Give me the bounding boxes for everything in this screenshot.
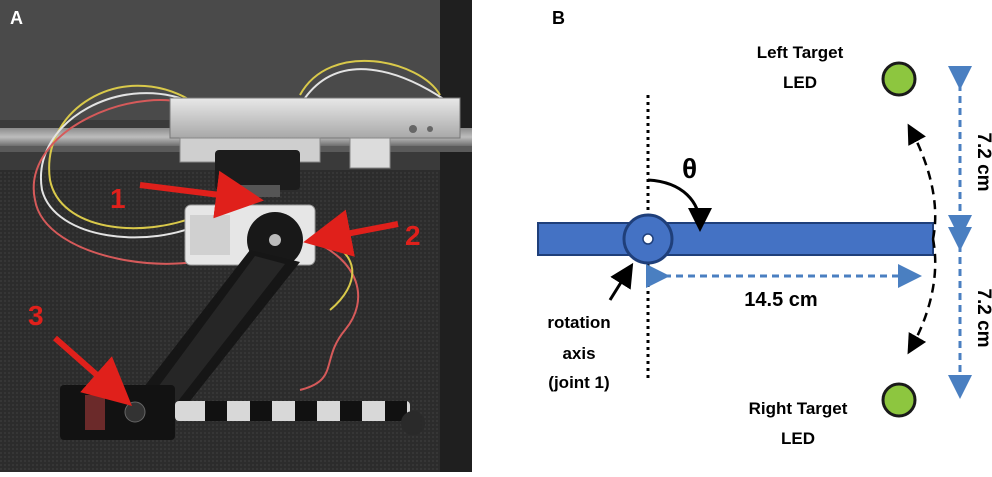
arm-bar [537, 222, 934, 256]
robot-arm-photo: 1 2 3 A [0, 0, 472, 472]
end-effector-rod [175, 401, 425, 435]
left-target-led [881, 61, 917, 97]
right-target-led [881, 382, 917, 418]
axis-pointer-arrow [608, 262, 634, 301]
right-target-label-line-1: Right Target [749, 399, 848, 418]
callout-label-3: 3 [28, 300, 44, 331]
panel-a-label: A [10, 8, 23, 28]
callout-arrow-3 [53, 335, 132, 406]
mount-bracket [169, 97, 461, 139]
callout-label-2: 2 [405, 220, 421, 251]
callout-arrow-2 [303, 209, 399, 257]
upper-offset-label: 7.2 cm [973, 132, 992, 191]
servo-1 [215, 150, 300, 190]
panel-b-schematic: B θ 14.5 cm rotation axis (joint 1) Left… [478, 0, 992, 472]
theta-symbol: θ [682, 153, 697, 184]
arm-length-label: 14.5 cm [744, 289, 817, 311]
right-target-label-line-2: LED [781, 429, 815, 448]
wire-bundle [32, 59, 446, 391]
theta-arrow [647, 178, 712, 232]
axis-label-line-1: rotation [547, 313, 610, 332]
left-target-label-line-2: LED [783, 73, 817, 92]
panel-a-photo: 1 2 3 A [0, 0, 472, 472]
axis-label-line-3: (joint 1) [548, 373, 609, 392]
left-target-label-line-1: Left Target [757, 43, 844, 62]
joint-pin [642, 233, 654, 245]
panel-b-label: B [552, 8, 565, 28]
callout-label-1: 1 [110, 183, 126, 214]
callout-arrow-1 [139, 170, 264, 219]
right-shadow [440, 0, 472, 472]
lower-offset-label: 7.2 cm [973, 288, 992, 347]
axis-label-line-2: axis [562, 344, 595, 363]
schematic-diagram: B θ 14.5 cm rotation axis (joint 1) Left… [537, 8, 992, 448]
